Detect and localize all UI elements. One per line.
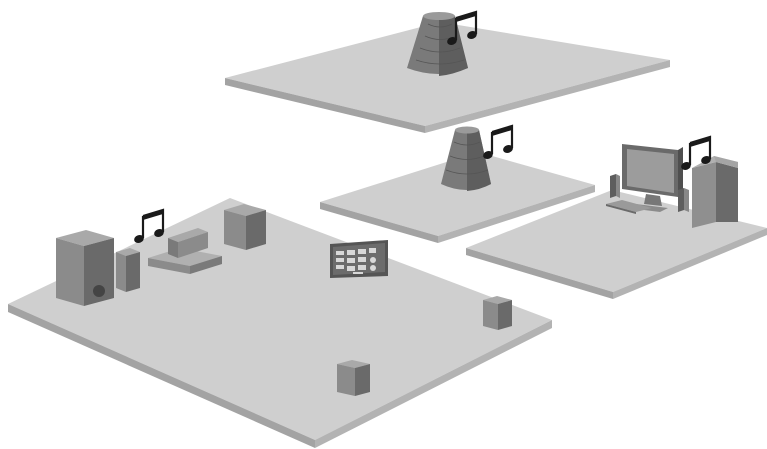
wall-touch-panel bbox=[330, 240, 388, 278]
music-note-icon bbox=[480, 124, 516, 162]
cone-speaker bbox=[441, 126, 491, 191]
middle-room-right-plate bbox=[466, 190, 767, 292]
middle-room-right-zone bbox=[466, 135, 767, 299]
desktop-speaker-left bbox=[610, 174, 620, 198]
main-living-room-plate bbox=[8, 198, 552, 440]
main-living-room-zone bbox=[8, 198, 552, 448]
center-speaker bbox=[116, 248, 140, 292]
cone-speaker bbox=[407, 12, 468, 76]
computer-monitor bbox=[622, 144, 683, 212]
satellite-speaker bbox=[483, 296, 512, 330]
floor-subwoofer bbox=[56, 230, 114, 306]
satellite-speaker bbox=[337, 360, 370, 396]
middle-room-left-zone bbox=[320, 124, 595, 243]
keyboard bbox=[606, 200, 652, 214]
upper-floor-zone bbox=[225, 10, 670, 133]
rear-speaker bbox=[224, 204, 266, 250]
pc-tower bbox=[692, 156, 738, 228]
middle-room-left-plate bbox=[320, 152, 595, 236]
desktop-speaker-right bbox=[678, 188, 689, 212]
av-receiver bbox=[148, 228, 222, 274]
